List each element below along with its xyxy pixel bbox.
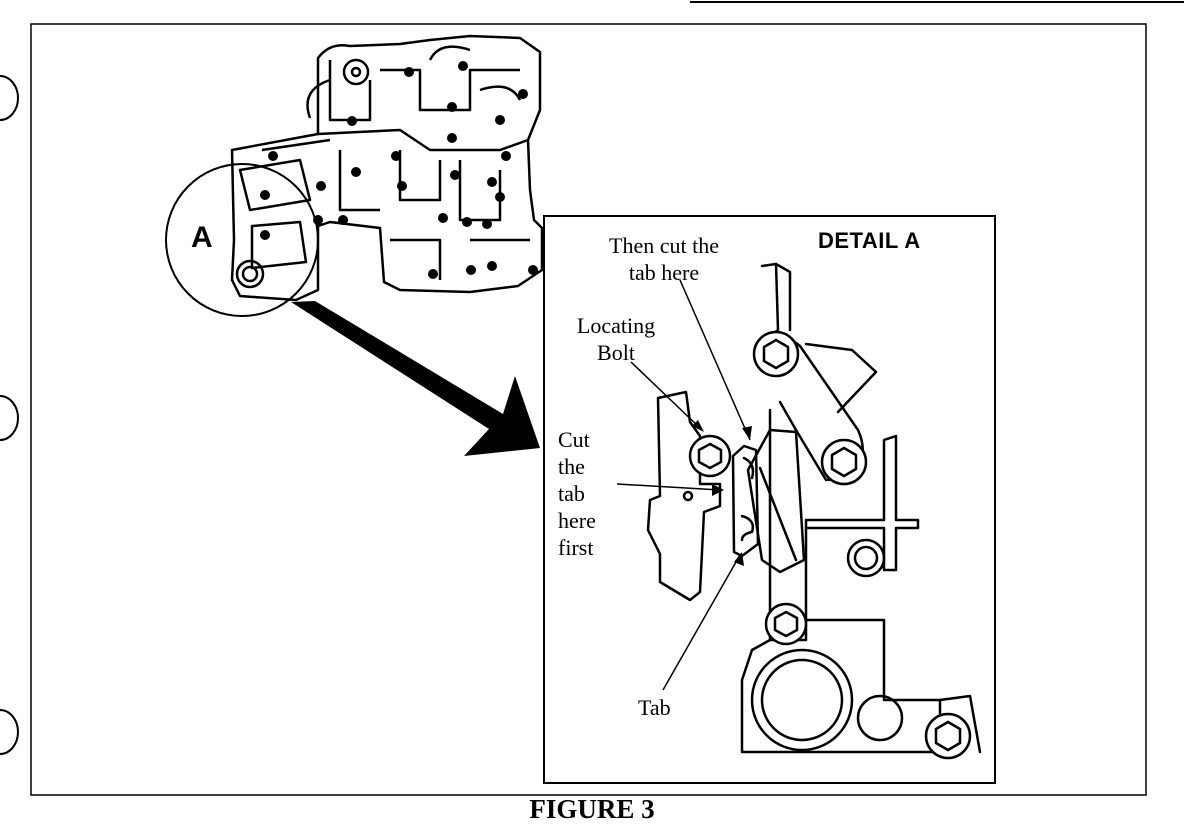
leader-arrowheads <box>692 420 752 566</box>
detail-drawing <box>646 262 982 754</box>
label-tab: Tab <box>638 695 671 720</box>
valve-body-illustration <box>230 34 544 302</box>
callout-label-a: A <box>191 221 213 254</box>
label-locating-bolt: Locating Bolt <box>576 313 656 365</box>
valve-body-bolts <box>260 61 538 279</box>
pointer-arrow <box>291 301 540 456</box>
callout-circle <box>165 163 319 317</box>
figure-caption: FIGURE 3 <box>529 794 655 824</box>
detail-bolts <box>688 330 972 760</box>
leader-lines <box>616 279 751 691</box>
detail-box <box>543 215 996 784</box>
binder-holes <box>0 75 19 755</box>
outer-frame <box>30 23 1147 796</box>
label-then-cut-tab: Then cut the tab here <box>609 233 719 285</box>
label-cut-tab-first: Cut the tab here first <box>558 427 596 560</box>
detail-title: DETAIL A <box>818 228 921 253</box>
